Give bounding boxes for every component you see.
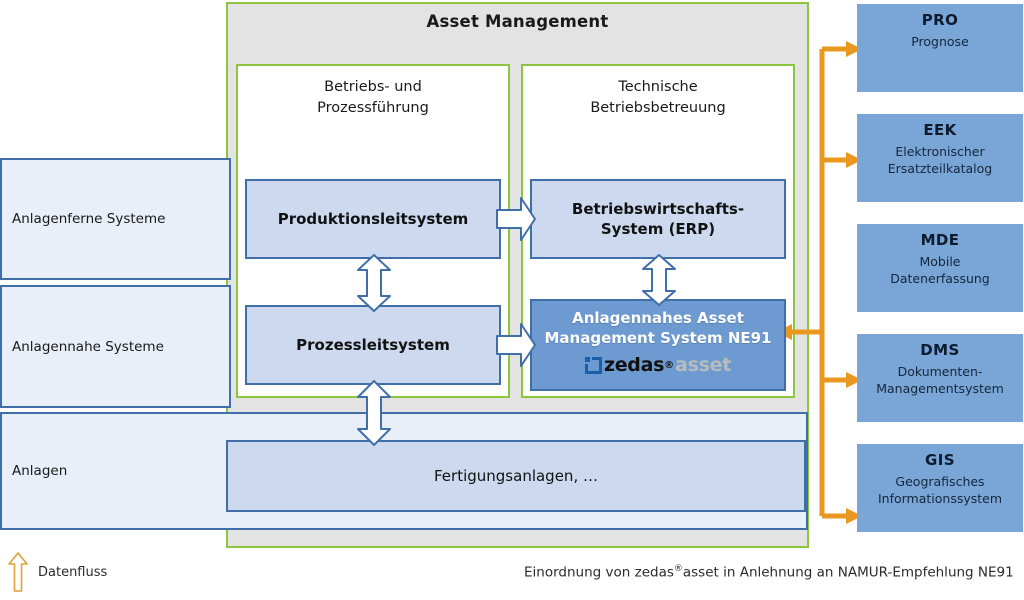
box-zedas-label: Anlagennahes Asset Management System NE9… xyxy=(544,309,771,349)
module-dms-name: Dokumenten- Managementsystem xyxy=(857,364,1023,397)
column-betriebs-title-line1: Betriebs- und xyxy=(324,79,422,95)
box-erp-label-line2: System (ERP) xyxy=(600,220,716,238)
module-mde-name-line2: Datenerfassung xyxy=(890,270,990,286)
box-erp-label-line1: Betriebswirtschafts- xyxy=(571,199,745,218)
module-mde-name: Mobile Datenerfassung xyxy=(857,254,1023,287)
caption-registered-mark: ® xyxy=(673,564,683,574)
box-erp-label: Betriebswirtschafts- System (ERP) xyxy=(572,199,744,240)
module-mde[interactable]: MDE Mobile Datenerfassung xyxy=(857,224,1023,312)
module-dms-abbr: DMS xyxy=(920,341,960,359)
zedas-asset-logo: zedas ® asset xyxy=(584,353,732,379)
module-mde-name-line1: Mobile xyxy=(919,254,961,269)
arrow-prozessleitsystem-zedas xyxy=(496,322,536,368)
module-dms-name-line2: Managementsystem xyxy=(876,380,1004,396)
module-eek-name: Elektronischer Ersatzteilkatalog xyxy=(857,144,1023,177)
arrow-prozessleitsystem-fertigungsanlagen xyxy=(356,380,392,446)
column-betriebs-title: Betriebs- und Prozessführung xyxy=(238,77,508,119)
asset-management-title: Asset Management xyxy=(426,12,609,31)
scale-row-anlagenferne-label: Anlagenferne Systeme xyxy=(12,211,166,227)
module-eek-name-line2: Ersatzteilkatalog xyxy=(887,160,993,176)
column-technische-title: Technische Betriebsbetreuung xyxy=(523,77,793,119)
module-dms-name-line1: Dokumenten- xyxy=(897,364,983,379)
scale-row-anlagenferne-systeme: Anlagenferne Systeme xyxy=(0,158,231,280)
column-betriebs-title-line2: Prozessführung xyxy=(317,100,429,117)
module-pro-abbr: PRO xyxy=(921,11,959,29)
module-pro-name: Prognose xyxy=(911,34,969,49)
scale-row-anlagen-label: Anlagen xyxy=(12,463,68,479)
module-gis-name-line2: Informationssystem xyxy=(877,490,1003,506)
zedas-registered-mark: ® xyxy=(664,359,675,371)
scale-row-anlagennahe-label: Anlagennahe Systeme xyxy=(12,338,164,355)
caption-suffix: asset in Anlehnung an NAMUR-Empfehlung N… xyxy=(682,564,1014,581)
module-dms[interactable]: DMS Dokumenten- Managementsystem xyxy=(857,334,1023,422)
module-eek-name-line1: Elektronischer xyxy=(895,144,985,159)
box-zedas-label-line1: Anlagennahes Asset xyxy=(572,309,744,327)
zedas-asset-suffix: asset xyxy=(675,353,732,376)
box-prozessleitsystem-label: Prozessleitsystem xyxy=(296,335,450,354)
arrow-erp-zedas xyxy=(641,254,677,306)
legend-dataflow-arrow-icon xyxy=(8,552,28,592)
module-gis-name-line1: Geografisches xyxy=(895,474,985,489)
box-fertigungsanlagen: Fertigungsanlagen, … xyxy=(226,440,806,512)
box-betriebswirtschafts-system-erp: Betriebswirtschafts- System (ERP) xyxy=(530,179,786,259)
column-technische-title-line1: Technische xyxy=(618,79,698,95)
module-eek[interactable]: EEK Elektronischer Ersatzteilkatalog xyxy=(857,114,1023,202)
scale-row-anlagennahe-systeme: Anlagennahe Systeme xyxy=(0,285,231,408)
box-anlagennahes-asset-management-system-ne91: Anlagennahes Asset Management System NE9… xyxy=(530,299,786,391)
box-produktionsleitsystem-label: Produktionsleitsystem xyxy=(277,209,469,228)
box-produktionsleitsystem: Produktionsleitsystem xyxy=(245,179,501,259)
module-gis-name: Geografisches Informationssystem xyxy=(857,474,1023,507)
zedas-bracket-icon xyxy=(584,357,602,375)
caption-prefix: Einordnung von zedas xyxy=(524,564,674,581)
box-fertigungsanlagen-label: Fertigungsanlagen, … xyxy=(434,467,598,485)
legend-dataflow-label: Datenfluss xyxy=(38,565,108,580)
module-mde-abbr: MDE xyxy=(920,231,960,249)
box-zedas-label-line2: Management System NE91 xyxy=(544,328,772,347)
module-gis[interactable]: GIS Geografisches Informationssystem xyxy=(857,444,1023,532)
arrow-produktionsleitsystem-prozessleitsystem xyxy=(356,254,392,312)
module-pro[interactable]: PRO Prognose xyxy=(857,4,1023,92)
dataflow-connector-network xyxy=(786,0,876,545)
zedas-wordmark: zedas xyxy=(603,353,665,376)
module-gis-abbr: GIS xyxy=(925,451,955,469)
diagram-caption: Einordnung von zedas®asset in Anlehnung … xyxy=(524,564,1014,581)
module-eek-abbr: EEK xyxy=(923,121,957,139)
arrow-produktionsleitsystem-erp xyxy=(496,196,536,242)
column-technische-title-line2: Betriebsbetreuung xyxy=(590,100,726,117)
box-prozessleitsystem: Prozessleitsystem xyxy=(245,305,501,385)
